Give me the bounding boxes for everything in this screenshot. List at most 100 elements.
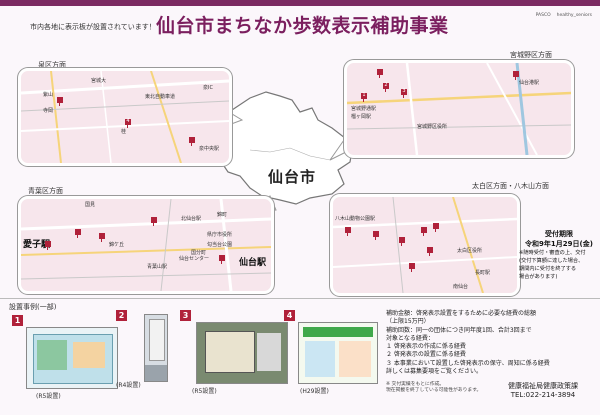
- label-nagamachi-station: 長町駅: [475, 270, 491, 276]
- map-panel-izumi[interactable]: 宮城大 泉IC 寺岡 紫山 東北自動車道 桂 泉中央駅 4: [18, 68, 232, 166]
- label-minami-sendai: 南仙台: [453, 284, 469, 290]
- sign-pin[interactable]: [189, 137, 195, 146]
- sign-pin[interactable]: [373, 231, 379, 240]
- sign-pin[interactable]: [433, 223, 439, 232]
- aoba-roads: [21, 199, 271, 291]
- region-label-aoba: 青葉区方面: [28, 187, 63, 195]
- taihaku-roads: [333, 197, 517, 293]
- sign-pin[interactable]: [513, 71, 519, 80]
- deadline-note-4: 場合があります): [519, 274, 558, 280]
- example-caption-4: (H29設置): [300, 388, 329, 395]
- sign-pin[interactable]: [219, 255, 225, 264]
- label-sendaiko-station: 仙台港駅: [519, 80, 540, 86]
- label-izumi-ic: 泉IC: [203, 85, 213, 91]
- info-line-expense-2: ２ 啓発表示の設置に係る経費: [386, 351, 466, 359]
- label-nishikicho: 錦町: [217, 212, 228, 218]
- deadline-title: 受付期限: [545, 230, 573, 238]
- pasco-logo: PASCO: [535, 13, 551, 18]
- sign-pin[interactable]: [377, 69, 383, 78]
- miyagino-roads: [347, 63, 571, 155]
- sign-pin-4[interactable]: 4: [125, 118, 131, 128]
- label-sendai-station: 仙台駅: [239, 258, 267, 268]
- label-izumi-chuo-station: 泉中央駅: [199, 146, 220, 152]
- info-line-details: 詳しくは募集要項をご覧ください。: [386, 368, 483, 376]
- logo-group: PASCO healthy_seniors: [536, 13, 592, 18]
- section-divider: [0, 298, 600, 299]
- map-panel-miyagino[interactable]: 榴ヶ岡駅 宮城野通駅 仙台港駅 宮城野区役所 1 2 3: [344, 60, 574, 158]
- example-caption-1: (R5設置): [36, 393, 61, 400]
- example-caption-3: (R5設置): [192, 388, 217, 395]
- label-miyaginodori-station: 宮城野通駅: [351, 106, 377, 112]
- example-photo-4: [298, 322, 378, 384]
- page-subtitle: 市内各地に表示板が設置されています！: [30, 23, 156, 31]
- example-photo-1: [26, 327, 118, 389]
- label-ayashi-station: 愛子駅: [23, 240, 51, 250]
- label-murasakiyama: 紫山: [43, 92, 54, 98]
- sign-pin[interactable]: [421, 227, 427, 236]
- phone-number[interactable]: TEL:022-214-3894: [510, 391, 576, 399]
- department-name: 健康福祉局健康政策課: [508, 382, 578, 390]
- contact-block: 健康福祉局健康政策課 TEL:022-214-3894: [508, 382, 578, 400]
- city-outline: [217, 91, 353, 205]
- footnote-line-2: 現在掲載を終了している可能性があります。: [386, 388, 482, 393]
- footnote-line-1: ※ 交付実績をもとに作成。: [386, 382, 445, 387]
- info-line-expense-title: 対象となる経費：: [386, 334, 434, 342]
- example-photo-2: [144, 314, 168, 382]
- label-taihaku-ward-office: 太白区役所: [457, 248, 483, 254]
- label-aobayama-station: 青葉山駅: [147, 264, 168, 270]
- label-tsutsujigaoka-station: 榴ヶ岡駅: [351, 114, 372, 120]
- label-kokubuncho: 国分町: [191, 250, 207, 256]
- example-photo-3: [196, 322, 288, 384]
- info-line-expense-3: ３ 本事業において設置した啓発表示の保守、周知に係る経費: [386, 359, 550, 367]
- map-panel-aoba[interactable]: 国見 北仙台駅 錦町 勾当台公園 愛子駅 仙台駅 青葉山駅 錦ケ丘 県庁市役所 …: [18, 196, 274, 294]
- info-line-limit: （上限15万円）: [386, 318, 430, 326]
- label-teraoka: 寺岡: [43, 108, 54, 114]
- partner-logo: healthy_seniors: [556, 13, 592, 18]
- example-number-badge: 4: [284, 310, 295, 321]
- sign-pin-1[interactable]: 1: [361, 92, 367, 102]
- sign-pin-2[interactable]: 2: [383, 82, 389, 92]
- deadline-note-2: (交付下算額に達した場合、: [519, 258, 584, 264]
- city-name-label: 仙台市: [268, 168, 317, 186]
- sign-pin[interactable]: [151, 217, 157, 226]
- info-line-amount: 補助金額：啓発表示設置をするために必要な経費の総額: [386, 310, 537, 317]
- example-number-badge: 2: [116, 310, 127, 321]
- label-miyagino-ward-office: 宮城野区役所: [417, 124, 448, 130]
- map-panel-taihaku[interactable]: 八木山動物公園駅 長町駅 南仙台 太白区役所: [330, 194, 520, 296]
- label-miyagi-univ: 宮城大: [91, 78, 107, 84]
- region-label-miyagino: 宮城野区方面: [510, 51, 552, 59]
- label-kunimi: 国見: [85, 202, 96, 208]
- city-inner-line: [249, 147, 331, 161]
- label-tohoku-expressway: 東北自動車道: [145, 94, 176, 100]
- info-line-expense-1: １ 啓発表示の作成に係る経費: [386, 343, 466, 351]
- subsidy-info: 補助金額：啓発表示設置をするために必要な経費の総額 （上限15万円） 補助回数：…: [386, 310, 596, 376]
- region-label-izumi: 泉区方面: [38, 61, 66, 69]
- sign-pin[interactable]: [45, 241, 51, 250]
- example-caption-2: (R4設置): [116, 382, 141, 389]
- example-number-badge: 3: [180, 310, 191, 321]
- sign-pin[interactable]: [409, 263, 415, 272]
- footnote: ※ 交付実績をもとに作成。 現在掲載を終了している可能性があります。: [386, 382, 481, 394]
- label-kitasendai-station: 北仙台駅: [181, 216, 202, 222]
- deadline-date: 令和9年1月29日(金): [525, 240, 593, 248]
- sign-pin[interactable]: [99, 233, 105, 242]
- sign-pin[interactable]: [427, 247, 433, 256]
- label-yagiyama-zoo-station: 八木山動物公園駅: [335, 216, 376, 222]
- page-title: 仙台市まちなか歩数表示補助事業: [156, 15, 449, 37]
- deadline-note-3: 期間内に受付を終了する: [519, 266, 577, 272]
- sign-pin[interactable]: [75, 229, 81, 238]
- deadline-box: 受付期限 令和9年1月29日(金) ※随時受付・審査の上、交付 (交付下算額に達…: [519, 229, 599, 281]
- region-label-taihaku: 太白区方面・八木山方面: [472, 182, 549, 190]
- sign-pin[interactable]: [57, 97, 63, 106]
- label-sendai-center: 仙台センター: [179, 256, 210, 262]
- label-kotodai-park: 勾当台公園: [207, 242, 233, 248]
- label-prefecture-city-hall: 県庁市役所: [207, 232, 233, 238]
- sign-pin[interactable]: [345, 227, 351, 236]
- deadline-note-1: ※随時受付・審査の上、交付: [519, 250, 586, 256]
- label-nishikigaoka: 錦ケ丘: [109, 242, 125, 248]
- example-number-badge: 1: [12, 315, 23, 326]
- izumi-roads: [21, 71, 229, 163]
- top-bar: [0, 0, 600, 6]
- sign-pin[interactable]: [399, 237, 405, 246]
- sign-pin-3[interactable]: 3: [401, 88, 407, 98]
